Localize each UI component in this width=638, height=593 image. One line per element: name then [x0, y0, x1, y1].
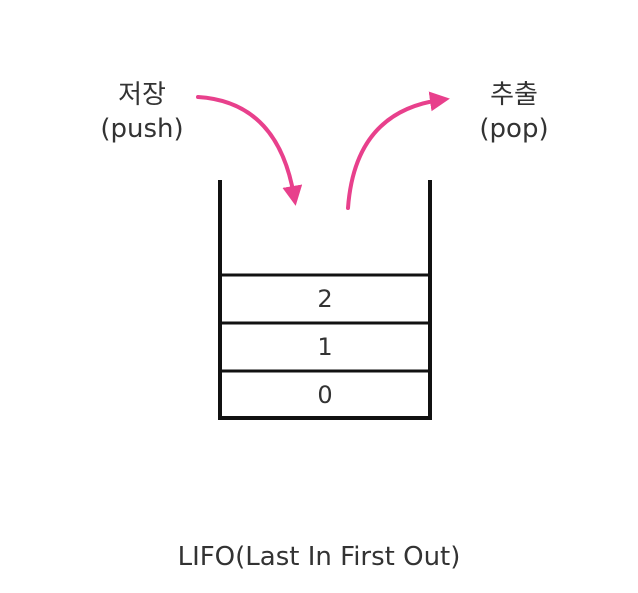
pop-arrow [346, 91, 450, 210]
pop-korean-text: 추출 [490, 80, 538, 110]
stack-item: 0 [317, 381, 333, 409]
stack-item: 1 [317, 333, 333, 361]
pop-english-text: (pop) [479, 114, 549, 144]
pop-label: 추출 (pop) [454, 78, 574, 146]
caption: LIFO(Last In First Out) [177, 542, 461, 572]
push-korean-text: 저장 [118, 80, 166, 110]
push-arrow [196, 95, 303, 206]
push-english-text: (push) [100, 114, 184, 144]
stack-item: 2 [317, 285, 333, 313]
push-label: 저장 (push) [82, 78, 202, 146]
